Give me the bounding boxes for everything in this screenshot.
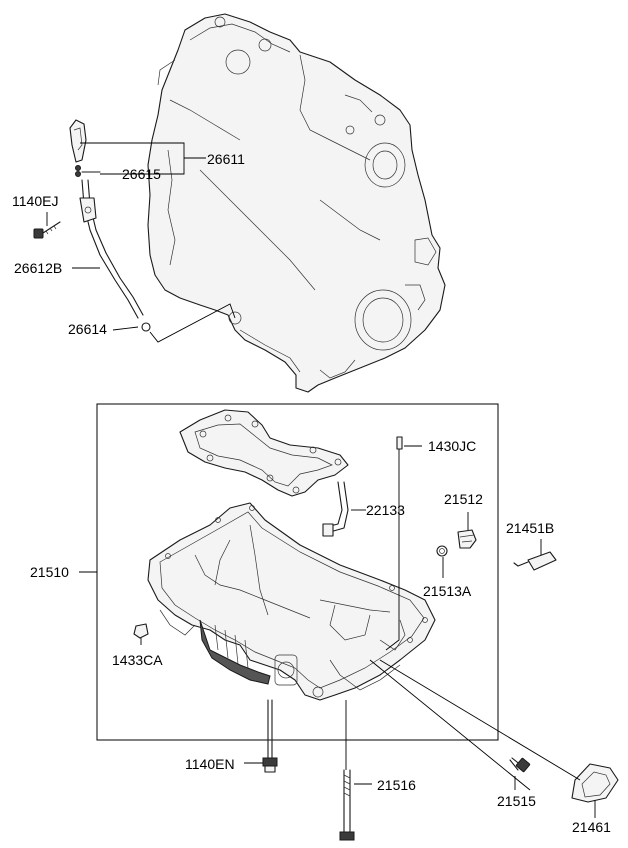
label-1140ej: 1140EJ [12, 193, 58, 209]
label-21516: 21516 [377, 777, 416, 793]
bolt-1140ej [33, 221, 61, 239]
label-21513a: 21513A [423, 583, 472, 599]
label-26614: 26614 [68, 321, 107, 337]
label-22133: 22133 [366, 502, 405, 518]
oil-pan-body [147, 502, 436, 701]
oil-dipstick-assembly [69, 119, 151, 332]
part-labels: 26611 26615 1140EJ 26612B 26614 1430JC 2… [12, 151, 611, 835]
label-21515: 21515 [497, 793, 536, 809]
leader-lines [46, 142, 596, 818]
label-26611: 26611 [207, 151, 245, 167]
label-26612b: 26612B [14, 260, 62, 276]
label-26615: 26615 [122, 166, 161, 182]
plug-1433ca [133, 623, 149, 639]
sealant-tube [513, 551, 557, 571]
label-21512: 21512 [444, 491, 483, 507]
stud-1430jc [396, 436, 403, 450]
dipstick-handle [69, 119, 87, 163]
bolt-1140en [262, 699, 278, 773]
tube-bracket [79, 197, 97, 223]
label-21461: 21461 [572, 819, 611, 835]
label-21451b: 21451B [506, 520, 554, 536]
cover-21461 [571, 763, 619, 803]
drain-plug-gasket [436, 545, 448, 557]
oil-pan-gasket [179, 409, 349, 497]
bolt-21515 [509, 757, 531, 773]
label-1433ca: 1433CA [112, 652, 163, 668]
bolt-21516 [339, 769, 355, 841]
label-1430jc: 1430JC [428, 438, 476, 454]
oil-strainer-pipe [322, 481, 349, 537]
engine-block [147, 13, 446, 393]
drain-plug [457, 529, 477, 549]
label-21510: 21510 [30, 564, 69, 580]
tube-o-ring [141, 322, 151, 332]
label-1140en: 1140EN [185, 756, 235, 772]
